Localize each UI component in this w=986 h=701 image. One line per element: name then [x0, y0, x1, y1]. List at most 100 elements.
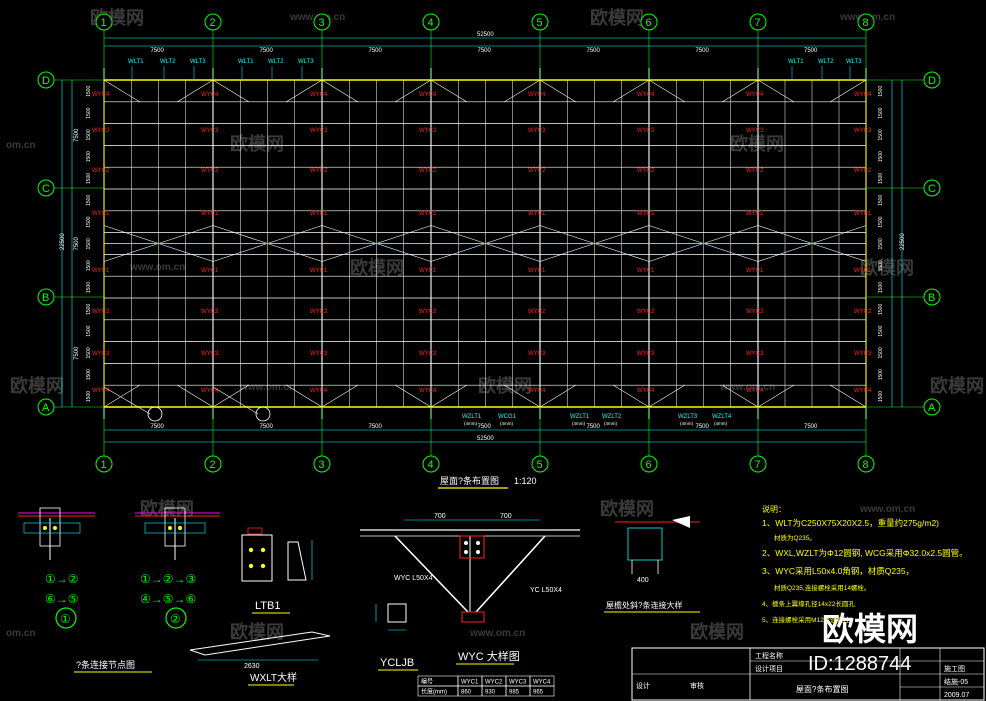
table-value: 965: [533, 690, 544, 696]
yc-angle-label: YC L50X4: [530, 587, 562, 594]
purlin-tag: WYC4: [92, 388, 110, 394]
purlin-tag: WYC4: [854, 92, 872, 98]
wyc-detail: 700 700 WYC L50X4 YC L50X4 WYC 大样图: [360, 513, 580, 665]
watermark-brand: 欧模网: [140, 498, 194, 519]
purlin-tag: WYC3: [528, 351, 546, 357]
axis-letter-right: B: [928, 292, 935, 304]
note-line: 材质Q235,连接螺栓采用14螺栓。: [774, 583, 870, 592]
brace-line: [176, 79, 214, 103]
watermark-url: www.om.cn: [859, 504, 915, 515]
wxlt-dim: 2630: [244, 663, 260, 670]
axis-bubble-top: [422, 13, 440, 31]
purlin-spacing-left: 1500: [86, 304, 92, 315]
wxlt-label: WXLT大样: [250, 671, 297, 684]
watermark-brand: 欧模网: [930, 375, 984, 396]
brace-line: [285, 384, 323, 408]
purlin-tag: WYC1: [528, 268, 546, 274]
bay-dim-top: 7500: [151, 48, 165, 54]
purlin-tag: WYC3: [854, 351, 872, 357]
wyc-label: WYC 大样图: [458, 649, 520, 663]
brace-line: [285, 79, 323, 103]
brace-line: [648, 243, 704, 262]
brace-line: [648, 225, 704, 244]
purlin-spacing-right: 1500: [878, 325, 884, 336]
tb-project-label: 工程名称: [755, 651, 783, 660]
brace-line: [212, 384, 250, 408]
purlin-tag: WYC3: [201, 351, 219, 357]
node-1-label: ①: [60, 612, 71, 626]
brace-line: [321, 243, 377, 262]
watermark-url-short: om.cn: [6, 628, 35, 639]
brace-line: [376, 243, 432, 262]
note-line: 1、WLT为C250X75X20X2.5，重量约275g/m2): [762, 518, 939, 528]
axis-number-top: 6: [646, 17, 652, 29]
top-tag: WLT1: [128, 59, 144, 65]
axis-bubble-right: [923, 288, 941, 306]
watermark-brand: 欧模网: [10, 375, 64, 396]
purlin-tag: WYC1: [528, 211, 546, 217]
axis-letter-left: C: [42, 183, 50, 195]
purlin-tag: WYC3: [419, 351, 437, 357]
brace-line: [212, 225, 268, 244]
roof-purlin-plan: WYC4WYC3WYC2WYC1WYC1WYC2WYC3WYC4WYC4WYC3…: [37, 13, 941, 473]
total-length-bottom: 52500: [477, 436, 494, 442]
purlin-tag: WYC3: [746, 128, 764, 134]
purlin-tag: WYC4: [419, 388, 437, 394]
top-tag: WLT3: [190, 59, 206, 65]
bay-dim-top: 7500: [260, 48, 274, 54]
brace-line: [267, 243, 323, 262]
brace-line: [703, 243, 759, 262]
purlin-tag: WYC4: [746, 388, 764, 394]
purlin-spacing-right: 1500: [878, 304, 884, 315]
axis-bubble-right: [923, 179, 941, 197]
axis-letter-left: A: [42, 402, 50, 414]
purlin-spacing-right: 1500: [878, 195, 884, 206]
brace-line: [703, 225, 759, 244]
purlin-spacing-left: 1500: [86, 107, 92, 118]
watermark-brand: 欧模网: [690, 621, 744, 642]
ycljb-detail: YCLJB: [375, 603, 418, 671]
purlin-tag: WYC1: [310, 211, 328, 217]
notes-heading: 说明：: [762, 504, 786, 514]
brace-line: [757, 384, 795, 408]
brace-line: [321, 384, 359, 408]
side-dim-left: 7500: [74, 346, 80, 360]
axis-bubble-left: [37, 398, 55, 416]
purlin-tag: WYC4: [854, 388, 872, 394]
seq-2a: ①→②→③: [140, 572, 196, 586]
watermark-id: ID:1288744: [808, 653, 911, 675]
purlin-spacing-left: 1500: [86, 216, 92, 227]
brace-line: [721, 384, 759, 408]
brace-line: [539, 243, 595, 262]
watermark-url: www.om.cn: [239, 382, 295, 393]
brace-line: [430, 225, 486, 244]
purlin-tag: WYC4: [201, 388, 219, 394]
bottom-tag: WZLT1: [570, 414, 590, 420]
brace-line: [612, 79, 650, 103]
purlin-spacing-left: 1500: [86, 325, 92, 336]
purlin-tag: WYC2: [854, 309, 872, 315]
watermark-brand: 欧模网: [350, 257, 404, 278]
note-line: 4、檩条上翼缘孔径14x22长圆孔: [762, 599, 855, 608]
purlin-tag: WYC4: [310, 92, 328, 98]
axis-bubble-right: [923, 398, 941, 416]
wyc-angle-label: WYC L50X4: [394, 575, 433, 582]
purlin-spacing-right: 1500: [878, 238, 884, 249]
side-dim-left: 7500: [74, 128, 80, 142]
note-line: 3、WYC采用L50x4.0角钢，材质Q235，: [762, 566, 914, 576]
table-value: 930: [485, 690, 496, 696]
axis-number-bottom: 6: [646, 459, 652, 471]
table-header: WYC3: [509, 680, 527, 686]
bay-dim-top: 7500: [804, 48, 818, 54]
joint-detail-1: ①→② ⑥→⑤ ①: [18, 507, 95, 629]
bottom-subtag: (4mm): [500, 421, 513, 426]
brace-line: [376, 225, 432, 244]
tb-review-label: 审核: [690, 681, 704, 690]
purlin-tag: WYC2: [310, 168, 328, 174]
brace-line: [321, 79, 359, 103]
purlin-spacing-left: 1500: [86, 260, 92, 271]
bottom-tag: WZLT1: [462, 414, 482, 420]
brace-line: [721, 79, 759, 103]
brace-line: [485, 243, 541, 262]
purlin-tag: WYC4: [528, 92, 546, 98]
